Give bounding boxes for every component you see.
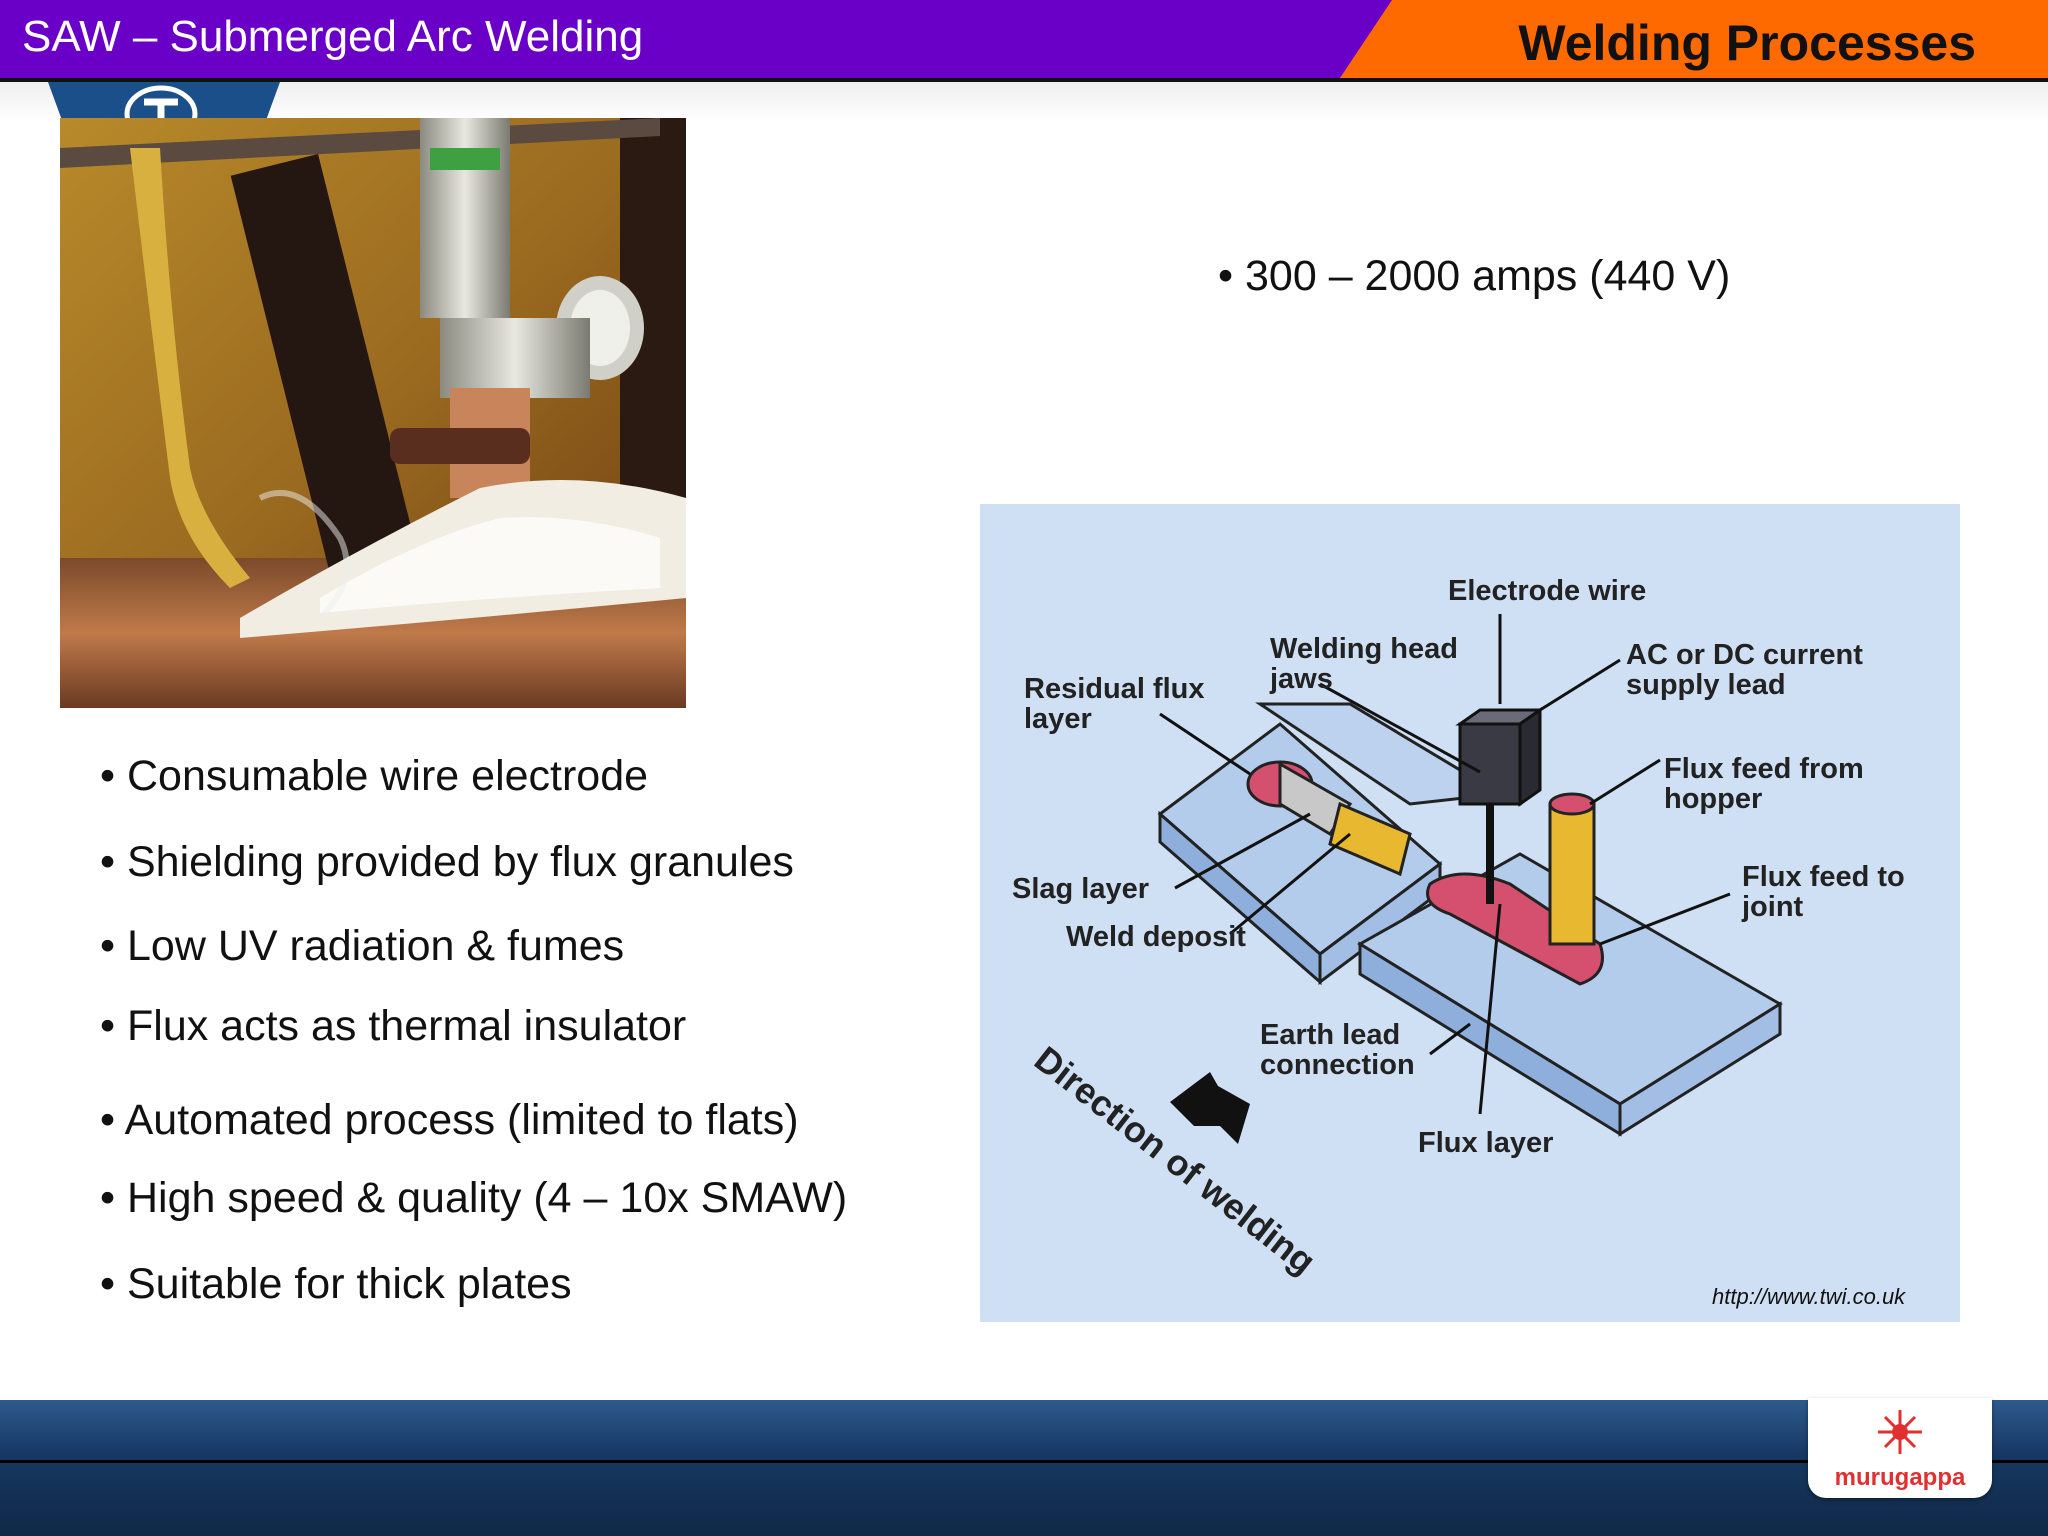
label-flux-hopper-1: Flux feed from — [1664, 753, 1864, 785]
label-ac-dc-2: supply lead — [1626, 669, 1786, 701]
slide-topic: SAW – Submerged Arc Welding — [22, 12, 644, 61]
saw-process-diagram: Electrode wire Welding head jaws Residua… — [980, 504, 1960, 1322]
welding-head — [1458, 722, 1522, 806]
right-plate-end — [1618, 1001, 1782, 1137]
murugappa-logo-text: murugappa — [1834, 1464, 1966, 1491]
label-flux-hopper-2: hopper — [1664, 783, 1762, 815]
label-electrode-wire: Electrode wire — [1448, 575, 1646, 607]
label-earth-lead-2: connection — [1260, 1049, 1415, 1081]
label-flux-joint-1: Flux feed to — [1742, 861, 1905, 893]
twi-logo — [124, 85, 198, 120]
electrode-wire-line — [1486, 804, 1494, 904]
label-flux-joint-2: joint — [1741, 891, 1804, 923]
weld-deposit-bead — [1328, 801, 1412, 877]
direction-arrow — [1170, 1072, 1250, 1144]
label-welding-head-2: jaws — [1269, 663, 1333, 695]
label-welding-head-1: Welding head — [1270, 633, 1458, 665]
label-flux-layer: Flux layer — [1418, 1127, 1553, 1159]
header-right-band — [1340, 0, 2048, 78]
label-weld-deposit: Weld deposit — [1066, 921, 1246, 953]
diagram-credit: http://www.twi.co.uk — [1712, 1284, 1906, 1309]
flux-mound — [1426, 872, 1604, 986]
bullet-thick-plates: • Suitable for thick plates — [100, 1260, 572, 1308]
header-shadow — [0, 82, 2048, 122]
label-residual-flux-2: layer — [1024, 703, 1092, 735]
bullet-shielding-flux: • Shielding provided by flux granules — [100, 838, 794, 886]
label-slag-layer: Slag layer — [1012, 873, 1149, 905]
slide-section-title: Welding Processes — [1518, 15, 1976, 71]
header-left-band — [0, 0, 1400, 78]
bullet-amperage: • 300 – 2000 amps (440 V) — [1218, 252, 1731, 300]
label-earth-lead-1: Earth lead — [1260, 1019, 1400, 1051]
label-ac-dc-1: AC or DC current — [1626, 639, 1863, 671]
bullet-high-speed: • High speed & quality (4 – 10x SMAW) — [100, 1174, 848, 1222]
footer-band — [0, 1400, 2048, 1460]
bullet-automated: • Automated process (limited to flats) — [100, 1096, 799, 1144]
bullet-thermal-insulator: • Flux acts as thermal insulator — [100, 1002, 687, 1050]
slag-bead — [1278, 761, 1353, 837]
murugappa-logo: murugappa — [1808, 1398, 1992, 1498]
murugappa-emblem-icon — [1878, 1410, 1922, 1454]
flux-hopper-tube — [1548, 802, 1596, 946]
bullet-consumable-wire: • Consumable wire electrode — [100, 752, 649, 800]
label-residual-flux-1: Residual flux — [1024, 673, 1205, 705]
footer-rule — [0, 1460, 2048, 1463]
header-rule — [0, 78, 2048, 82]
saw-torch-photo — [60, 118, 686, 708]
bullet-low-uv: • Low UV radiation & fumes — [100, 922, 625, 970]
